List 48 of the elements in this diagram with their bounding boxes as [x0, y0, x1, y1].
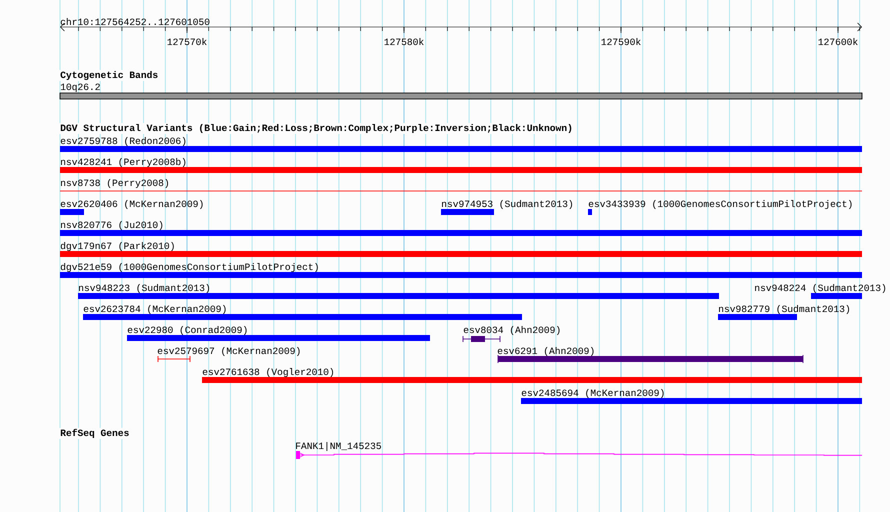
variant-bar: nsv820776 (Ju2010): [60, 221, 862, 236]
variant-bar: esv2623784 (McKernan2009): [83, 305, 522, 320]
variant-bar: esv22980 (Conrad2009): [127, 326, 430, 341]
track-heading: RefSeq Genes: [59, 428, 130, 439]
node-label: esv2759788 (Redon2006): [60, 137, 186, 146]
variant-bar: esv8034 (Ahn2009): [462, 326, 560, 342]
variant-bar: nsv948223 (Sudmant2013): [78, 284, 719, 299]
variant-bar: esv3433939 (1000GenomesConsortiumPilotProject): [588, 200, 852, 215]
node-label: 10q26.2: [60, 84, 100, 92]
cytoband-bar: 10q26.2: [60, 84, 862, 100]
variant-bar: dgv521e59 (1000GenomesConsortiumPilotProject): [60, 263, 862, 278]
track-heading: Cytogenetic Bands: [59, 70, 160, 82]
node-label: dgv521e59 (1000GenomesConsortiumPilotProject): [60, 263, 318, 272]
node-label: esv2485694 (McKernan2009): [522, 389, 664, 398]
node-label: nsv428241 (Perry2008b): [61, 158, 186, 167]
node-label: esv6291 (Ahn2009): [498, 347, 594, 356]
variant-bar: esv2485694 (McKernan2009): [521, 389, 862, 404]
variant-bar: nsv428241 (Perry2008b): [60, 158, 862, 173]
node-label: esv8034 (Ahn2009): [464, 326, 560, 335]
variant-bar: nsv974953 (Sudmant2013): [441, 200, 572, 215]
variant-bar: nsv8738 (Perry2008): [60, 179, 862, 192]
node-label: dgv179n67 (Park2010): [60, 242, 174, 251]
node-label: nsv948223 (Sudmant2013): [79, 284, 210, 293]
variant-bar: esv2579697 (McKernan2009): [158, 347, 300, 362]
node-label: esv2623784 (McKernan2009): [84, 305, 226, 314]
node-label: esv22980 (Conrad2009): [128, 326, 247, 335]
variant-bar: nsv948224 (Sudmant2013): [755, 284, 886, 299]
title: chr10:127564252..127601050: [60, 18, 210, 26]
gene-track: FANK1|NM_145235: [296, 442, 862, 459]
variant-bar: esv2761638 (Vogler2010): [202, 368, 862, 383]
node-label: nsv820776 (Ju2010): [61, 221, 162, 230]
variant-bar: esv2759788 (Redon2006): [60, 137, 862, 152]
tick-label: 127580k: [384, 38, 424, 46]
variant-bar: dgv179n67 (Park2010): [60, 242, 862, 257]
variant-bar: esv6291 (Ahn2009): [498, 347, 804, 364]
node-label: nsv982779 (Sudmant2013): [719, 305, 850, 314]
node-label: esv2620406 (McKernan2009): [60, 200, 203, 209]
node-label: FANK1|NM_145235: [296, 442, 381, 451]
node-label: nsv948224 (Sudmant2013): [755, 284, 886, 293]
variant-bar: esv2620406 (McKernan2009): [60, 200, 203, 215]
tick-label: 127590k: [600, 38, 642, 46]
tick-label: 127570k: [166, 38, 208, 46]
variant-bar: nsv982779 (Sudmant2013): [718, 305, 850, 320]
tick-label: 127600k: [818, 38, 858, 46]
node-label: esv2761638 (Vogler2010): [202, 368, 334, 377]
node-label: nsv974953 (Sudmant2013): [442, 200, 572, 209]
node-label: esv3433939 (1000GenomesConsortiumPilotProject): [588, 200, 852, 209]
track-heading: DGV Structural Variants (Blue:Gain;Red:Loss;Brown:Complex;Purple:Inversion;Black:Unknown): [59, 123, 574, 134]
